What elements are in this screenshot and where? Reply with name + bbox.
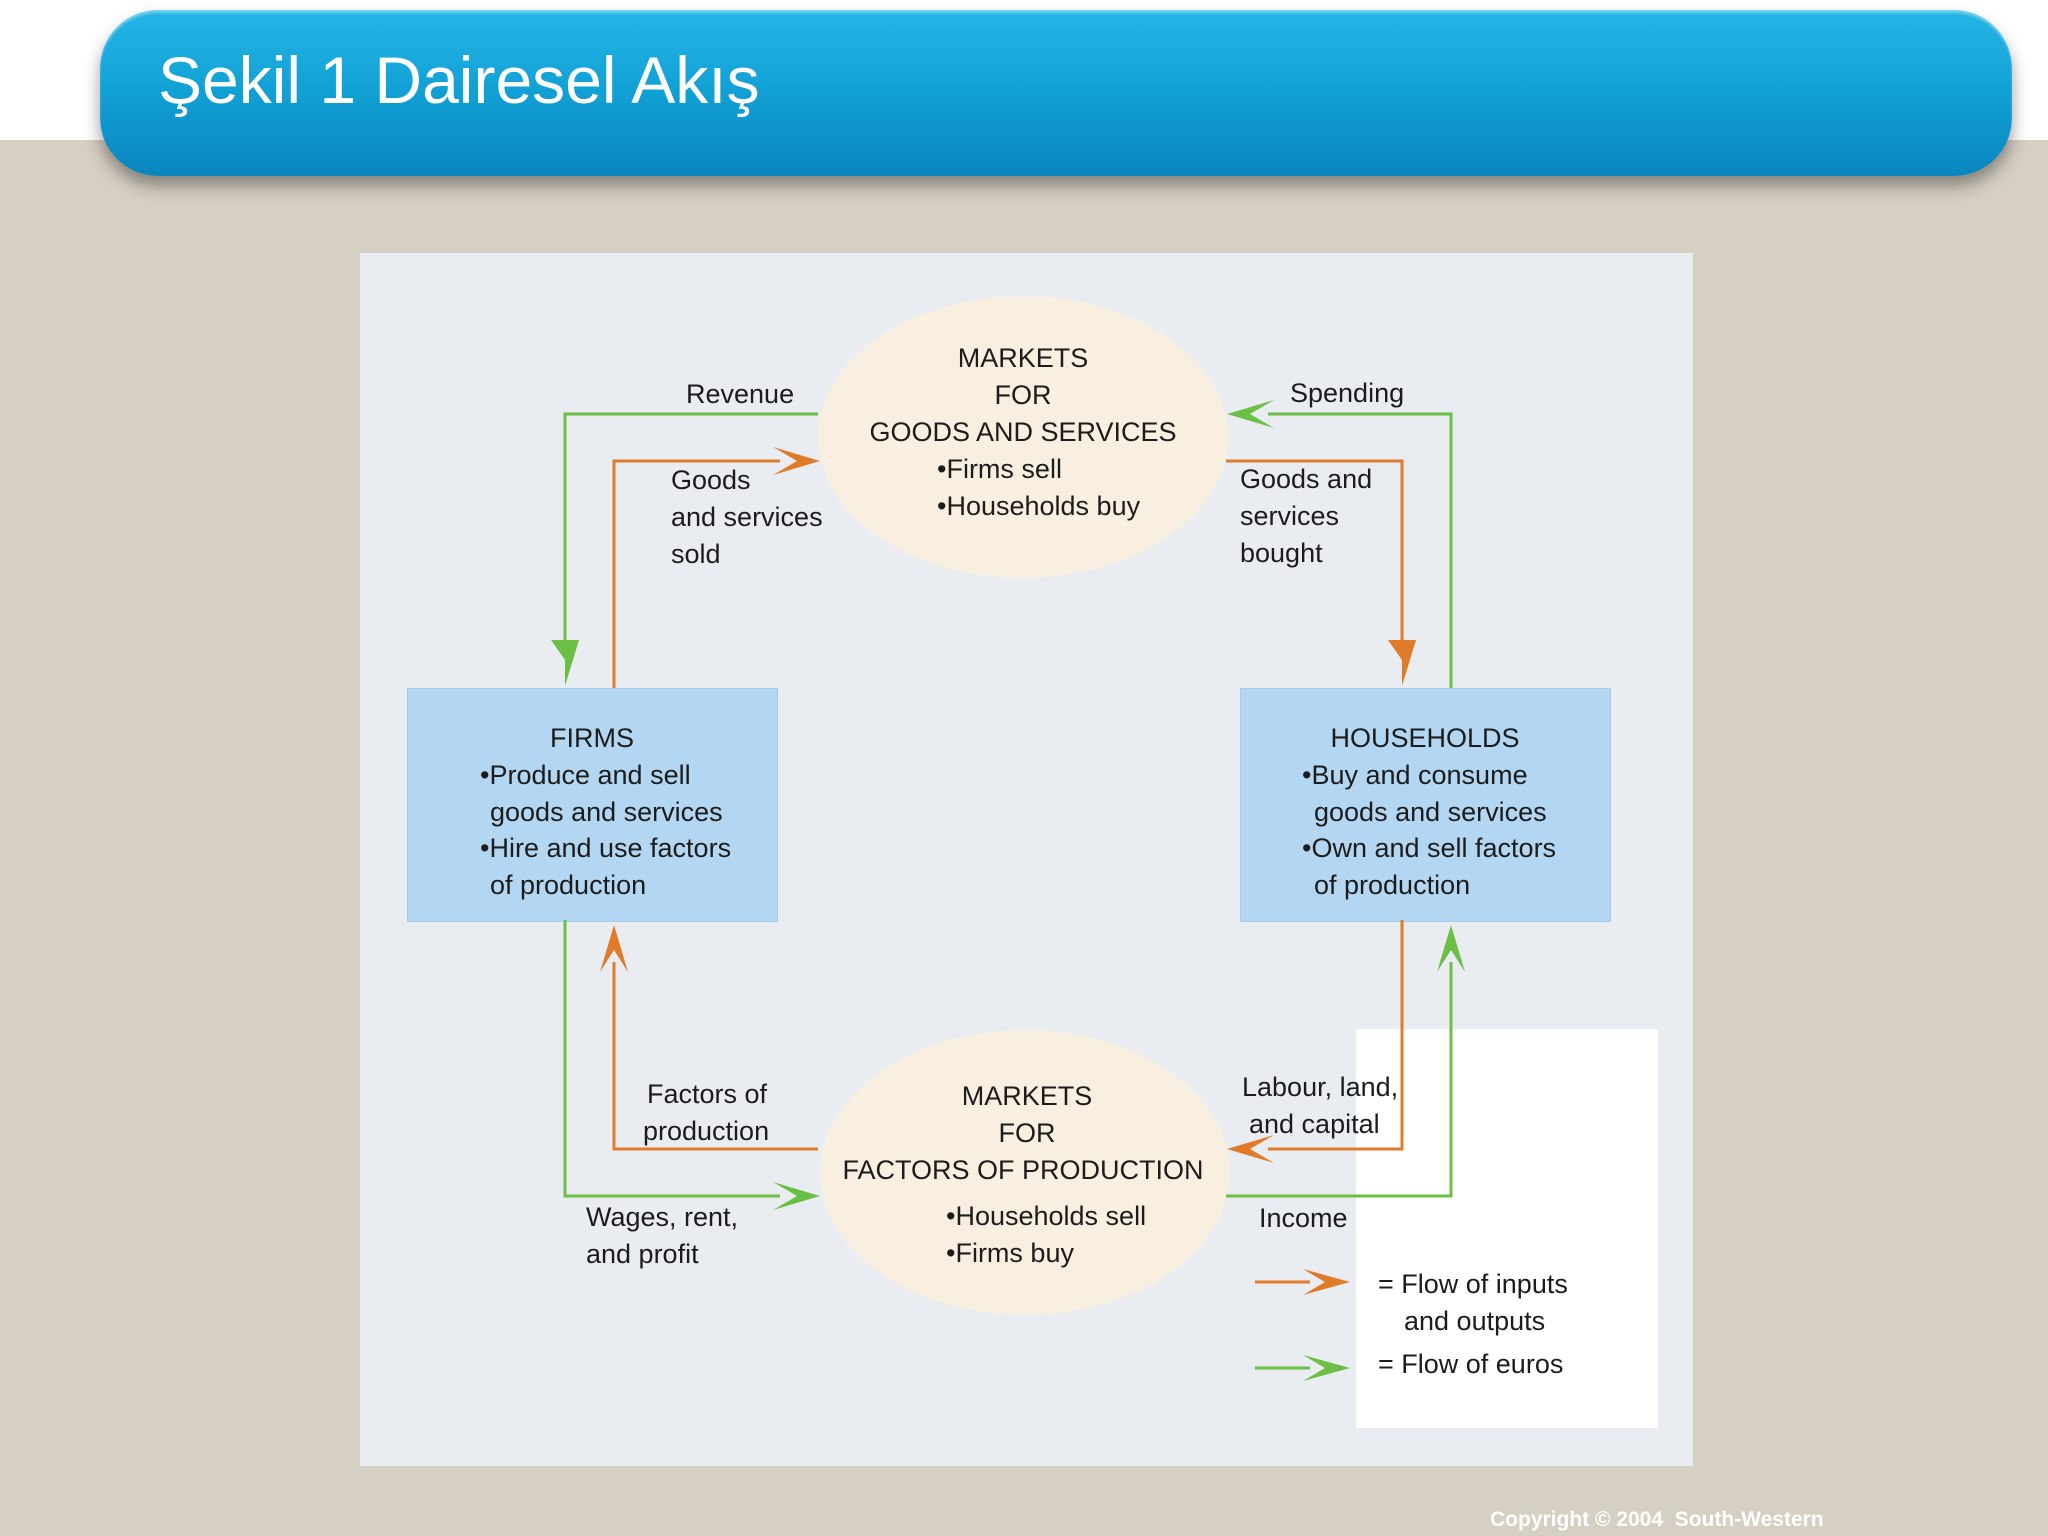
legend-inputs-label-1: = Flow of inputs xyxy=(1378,1269,1568,1299)
goods-market-title-3: GOODS AND SERVICES xyxy=(869,417,1177,447)
goods-market-ellipse xyxy=(818,296,1228,578)
factor-market-ellipse xyxy=(820,1030,1230,1315)
revenue-flow-line xyxy=(563,412,818,645)
income-flow-line xyxy=(1226,962,1453,1198)
goods-market-title-2: FOR xyxy=(994,380,1052,410)
factor-market-bullet-2: •Firms buy xyxy=(946,1238,1074,1268)
goods-sold-label-2: and services xyxy=(671,502,823,532)
goods-market-bullet-1: •Firms sell xyxy=(937,454,1062,484)
goods-sold-label-1: Goods xyxy=(671,465,751,495)
firms-line-3: •Hire and use factors xyxy=(480,833,732,863)
income-arrowhead xyxy=(1437,925,1465,972)
goods-market-title-1: MARKETS xyxy=(957,343,1089,373)
labour-label-1: Labour, land, xyxy=(1242,1072,1399,1102)
slide-title: Şekil 1 Dairesel Akış xyxy=(158,43,760,117)
goods-bought-flow-line xyxy=(1226,459,1404,645)
wages-label-2: and profit xyxy=(586,1239,699,1269)
factor-market-title-3: FACTORS OF PRODUCTION xyxy=(842,1155,1204,1185)
copyright-text: Copyright © 2004 South-Western xyxy=(1490,1508,1824,1531)
households-box xyxy=(1240,688,1611,922)
goods-bought-label-1: Goods and xyxy=(1240,464,1373,494)
legend-inputs-label-2: and outputs xyxy=(1404,1306,1546,1336)
goods-sold-flow-line xyxy=(612,459,780,688)
factors-label-2: production xyxy=(643,1116,770,1146)
wages-flow-line xyxy=(563,920,780,1198)
spending-arrowhead xyxy=(1227,400,1274,428)
wages-arrowhead xyxy=(773,1182,820,1210)
factor-market-title-1: MARKETS xyxy=(961,1081,1093,1111)
legend-box xyxy=(1356,1029,1658,1428)
goods-sold-arrowhead xyxy=(773,447,820,475)
goods-bought-label-3: bought xyxy=(1240,538,1323,568)
firms-line-2: goods and services xyxy=(490,797,723,827)
goods-market-bullet-2: •Households buy xyxy=(937,491,1141,521)
income-label: Income xyxy=(1259,1203,1348,1233)
goods-bought-label-2: services xyxy=(1240,501,1340,531)
firms-title: FIRMS xyxy=(550,723,634,753)
spending-flow-line xyxy=(1268,412,1453,688)
households-title: HOUSEHOLDS xyxy=(1330,723,1520,753)
factor-market-title-2: FOR xyxy=(998,1118,1056,1148)
households-line-1: •Buy and consume xyxy=(1302,760,1528,790)
factor-market-bullet-1: •Households sell xyxy=(946,1201,1147,1231)
wages-label-1: Wages, rent, xyxy=(586,1202,739,1232)
legend-euros-label: = Flow of euros xyxy=(1378,1349,1564,1379)
spending-label: Spending xyxy=(1290,378,1405,408)
labour-flow-line xyxy=(1268,920,1404,1151)
factors-label-1: Factors of xyxy=(647,1079,768,1109)
firms-box xyxy=(407,688,778,922)
legend-green-arrowhead xyxy=(1303,1355,1350,1381)
revenue-arrowhead xyxy=(551,640,579,686)
labour-arrowhead xyxy=(1227,1135,1274,1163)
goods-bought-arrowhead xyxy=(1388,640,1416,686)
firms-line-1: •Produce and sell xyxy=(480,760,691,790)
goods-sold-label-3: sold xyxy=(671,539,721,569)
households-line-2: goods and services xyxy=(1314,797,1547,827)
households-line-3: •Own and sell factors xyxy=(1302,833,1557,863)
factors-arrowhead xyxy=(600,925,628,972)
households-line-4: of production xyxy=(1314,870,1471,900)
labour-label-2: and capital xyxy=(1249,1109,1380,1139)
firms-line-4: of production xyxy=(490,870,647,900)
factors-flow-line xyxy=(612,962,818,1151)
title-bar xyxy=(100,10,2012,176)
legend-orange-arrowhead xyxy=(1303,1269,1350,1295)
revenue-label: Revenue xyxy=(686,379,795,409)
